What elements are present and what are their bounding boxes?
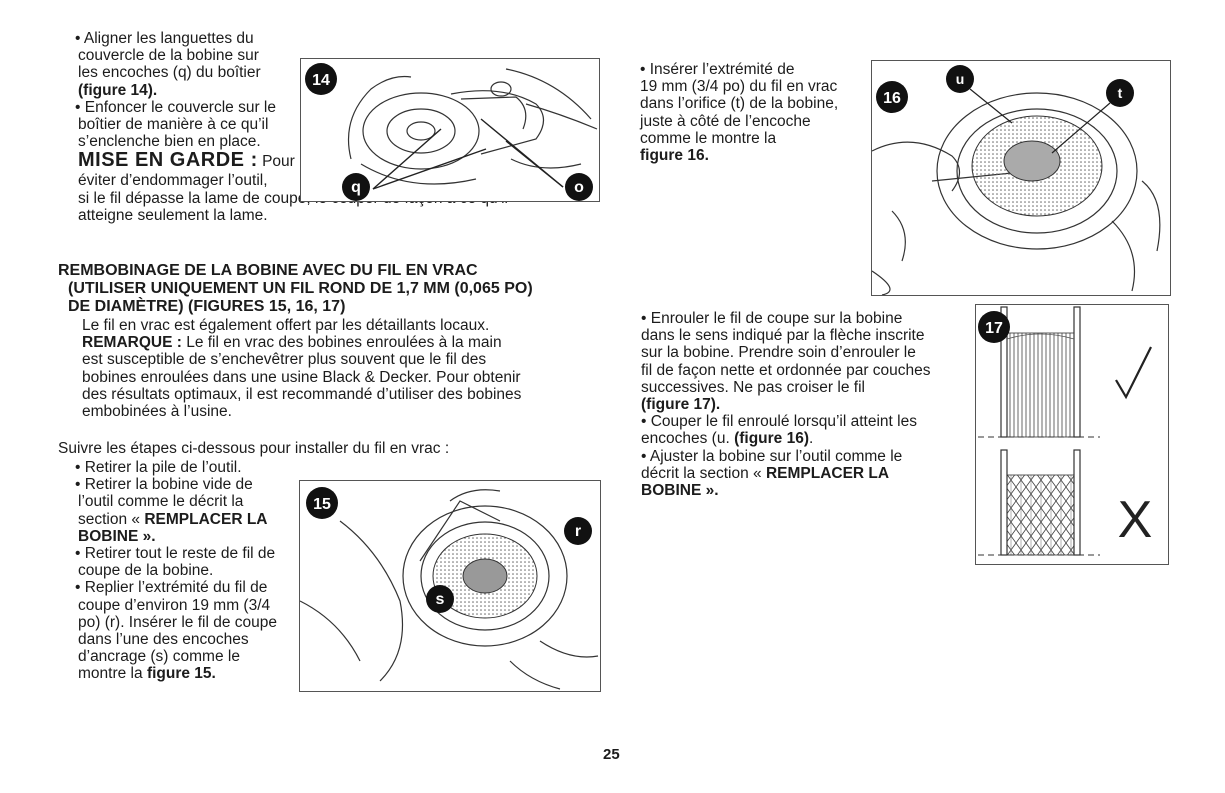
adjust-line-1: • Ajuster la bobine sur l’outil comme le <box>641 447 903 465</box>
last-fig: figure 15. <box>146 665 216 683</box>
bulk-line: Le fil en vrac est également offert par … <box>82 317 490 334</box>
callout-u: u <box>956 71 965 87</box>
adjust-suffix: ». <box>705 482 719 500</box>
check-mark-icon <box>1115 346 1152 400</box>
insert-line-2: 19 mm (3/4 po) du fil en vrac <box>640 78 838 96</box>
figure-17: ✓ X 17 <box>975 304 1169 565</box>
wind-line-4: fil de façon nette et ordonnée par couch… <box>641 361 931 379</box>
last-line: montre la figure 15. <box>75 665 277 682</box>
adjust-prefix: décrit la section « <box>641 464 762 482</box>
insert-line-4: juste à côté de l’encoche <box>640 112 811 130</box>
figure-15: 15 r s <box>299 480 601 692</box>
heading-line-3: DE DIAMÈTRE) (FIGURES 15, 16, 17) <box>68 298 346 315</box>
note-line-3: bobines enroulées dans une usine Black &… <box>82 368 521 386</box>
step-line-1: • Retirer la pile de l’outil. <box>75 459 242 476</box>
wind-fig: (figure 17). <box>641 396 721 414</box>
page-number: 25 <box>603 746 620 763</box>
remove-line-6: dans l’une des encoches <box>78 631 249 649</box>
intro-line-2: couvercle de la bobine sur <box>78 47 259 65</box>
last-prefix: montre la <box>78 665 143 683</box>
warning-line: MISE EN GARDE : Pour <box>75 150 508 172</box>
intro-fig-ref: (figure 14). <box>78 81 158 99</box>
heading-line-1: REMBOBINAGE DE LA BOBINE AVEC DU FIL EN … <box>58 262 478 279</box>
callout-o: o <box>574 179 584 196</box>
cut-line-2: encoches (u. (figure 16). <box>641 430 931 447</box>
intro-line-1: • Aligner les languettes du <box>75 30 254 47</box>
press-line-2: boîtier de manière à ce qu’il <box>78 116 269 134</box>
section-suffix: ». <box>142 527 156 545</box>
section-heading: REMBOBINAGE DE LA BOBINE AVEC DU FIL EN … <box>58 262 533 316</box>
insert-fig: figure 16. <box>640 147 709 165</box>
figure-16: 16 u t <box>871 60 1171 296</box>
fig17-badge: 17 <box>985 320 1003 337</box>
warning-line-2: éviter d’endommager l’outil, <box>78 172 268 190</box>
note-first: Le fil en vrac des bobines enroulées à l… <box>186 334 502 352</box>
note-line-4: des résultats optimaux, il est recommand… <box>82 385 522 403</box>
adjust-line-2: décrit la section « REMPLACER LA <box>641 465 931 482</box>
section-prefix: section « <box>78 510 141 528</box>
warning-title: MISE EN GARDE : <box>78 149 258 172</box>
figure-14: 14 q o <box>300 58 600 202</box>
intro-line-3: les encoches (q) du boîtier <box>78 64 261 82</box>
remove-line-1: • Retirer tout le reste de fil de <box>75 545 276 563</box>
note-line-1: REMARQUE : Le fil en vrac des bobines en… <box>82 334 521 351</box>
cut-prefix: encoches (u. <box>641 430 730 448</box>
cut-fig: (figure 16) <box>734 430 809 448</box>
insert-paragraph: • Insérer l’extrémité de 19 mm (3/4 po) … <box>640 61 838 164</box>
insert-line-1: • Insérer l’extrémité de <box>640 61 795 78</box>
warning-line-4: atteigne seulement la lame. <box>78 206 268 224</box>
cut-suffix: . <box>809 430 814 448</box>
step-line-2: • Retirer la bobine vide de <box>75 476 253 494</box>
bulk-paragraph: Le fil en vrac est également offert par … <box>82 317 521 420</box>
section-name-1: REMPLACER LA <box>144 510 268 528</box>
remove-line-4: coupe d’environ 19 mm (3/4 <box>78 596 271 614</box>
heading-line-2: (UTILISER UNIQUEMENT UN FIL ROND DE 1,7 … <box>68 280 533 297</box>
fig15-badge: 15 <box>313 496 331 513</box>
insert-line-5: comme le montre la <box>640 129 777 147</box>
steps-paragraph: • Retirer la pile de l’outil. • Retirer … <box>75 459 277 683</box>
wind-paragraph: • Enrouler le fil de coupe sur la bobine… <box>641 310 931 499</box>
remove-line-2: coupe de la bobine. <box>78 562 214 580</box>
fig14-badge: 14 <box>312 72 330 89</box>
wind-line-3: sur la bobine. Prendre soin d’enrouler l… <box>641 344 916 362</box>
insert-line-3: dans l’orifice (t) de la bobine, <box>640 95 839 113</box>
callout-r: r <box>575 523 581 540</box>
adjust-line-3: BOBINE ». <box>641 482 931 499</box>
figure-14-illustration: 14 q o <box>305 63 598 201</box>
callout-q: q <box>351 179 361 196</box>
figure-15-illustration: 15 r s <box>300 487 599 690</box>
note-label: REMARQUE : <box>82 334 182 352</box>
callout-t: t <box>1118 85 1123 101</box>
section-name-2: BOBINE <box>78 527 139 545</box>
adjust-name-1: REMPLACER LA <box>765 464 890 482</box>
section-ref-line-2: BOBINE ». <box>75 528 277 545</box>
remove-line-5: po) (r). Insérer le fil de coupe <box>78 613 278 631</box>
press-line-1: • Enfoncer le couvercle sur le <box>75 98 276 116</box>
warning-first: Pour <box>262 153 295 171</box>
figure-17-illustration: ✓ X 17 <box>978 306 1153 556</box>
wind-line-2: dans le sens indiqué par la flèche inscr… <box>641 327 925 345</box>
remove-line-7: d’ancrage (s) comme le <box>78 648 240 666</box>
note-line-2: est susceptible de s’enchevêtrer plus so… <box>82 351 487 369</box>
remove-line-3: • Replier l’extrémité du fil de <box>75 579 268 597</box>
steps-intro: Suivre les étapes ci-dessous pour instal… <box>58 440 450 457</box>
cut-line-1: • Couper le fil enroulé lorsqu’il attein… <box>641 413 917 431</box>
figure-16-illustration: 16 u t <box>872 65 1161 295</box>
step-line-3: l’outil comme le décrit la <box>78 493 244 511</box>
callout-s: s <box>436 591 445 608</box>
wind-line-1: • Enrouler le fil de coupe sur la bobine <box>641 310 903 327</box>
adjust-name-2: BOBINE <box>641 482 702 500</box>
press-line-3: s’enclenche bien en place. <box>78 133 261 151</box>
fig16-badge: 16 <box>883 90 901 107</box>
note-line-5: embobinées à l’usine. <box>82 403 232 421</box>
cross-mark-label: X <box>1118 491 1153 549</box>
section-ref-line: section « REMPLACER LA <box>75 511 277 528</box>
wind-line-5: successives. Ne pas croiser le fil <box>641 378 865 396</box>
